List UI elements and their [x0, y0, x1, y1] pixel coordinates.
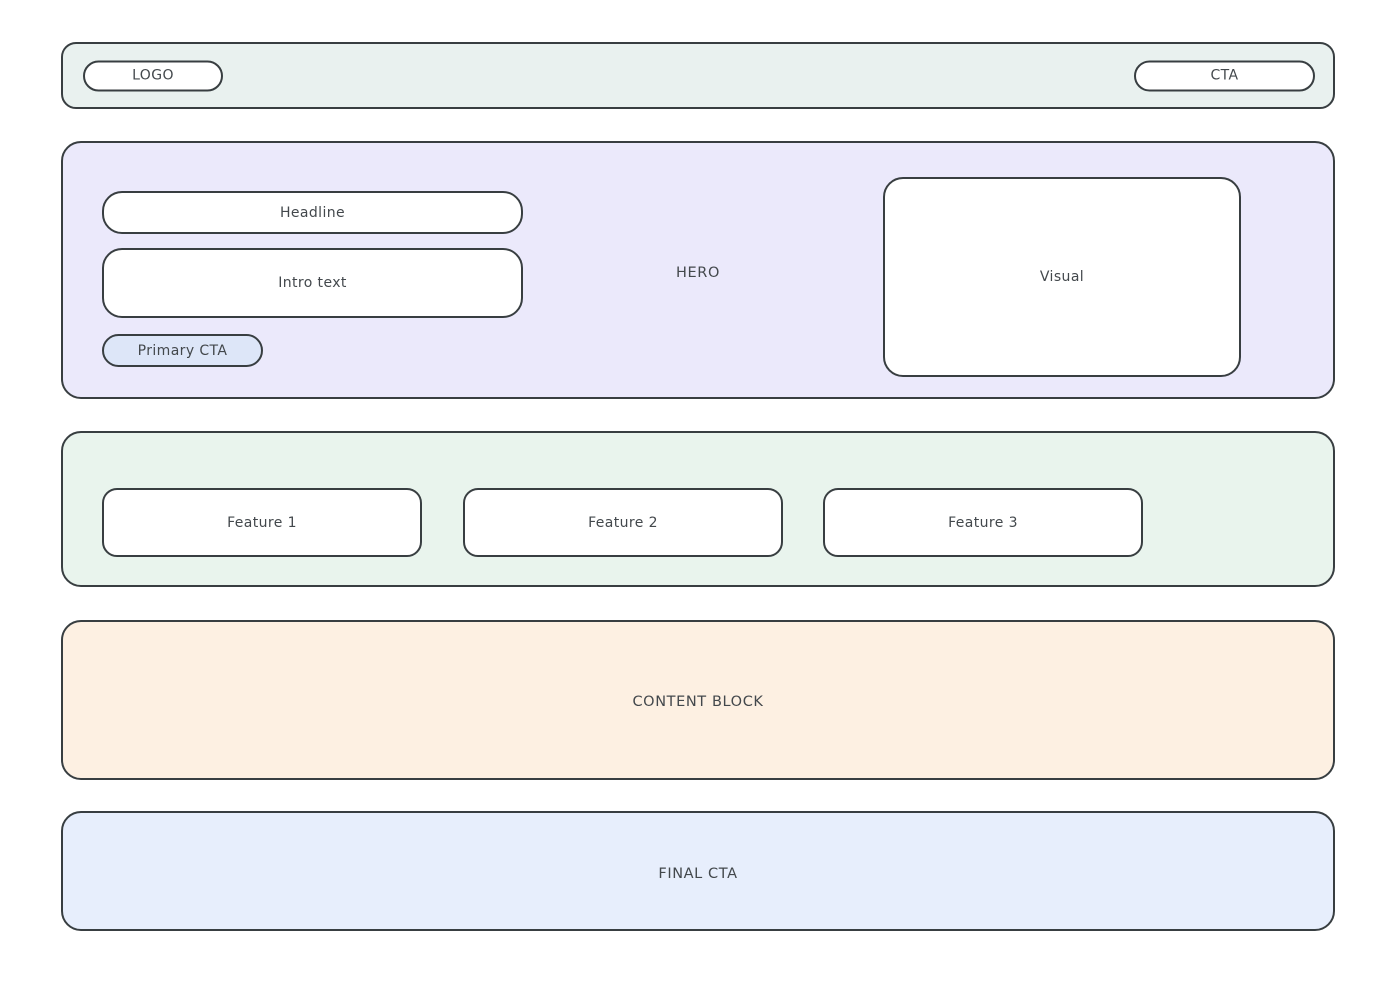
feature-card-1: Feature 1	[102, 488, 422, 557]
primary-cta-label: Primary CTA	[137, 342, 228, 359]
headline-placeholder: Headline	[102, 191, 523, 234]
logo-label: LOGO	[132, 67, 174, 84]
logo-pill[interactable]: LOGO	[83, 60, 223, 91]
header-cta-button[interactable]: CTA	[1134, 60, 1315, 91]
feature-card-3: Feature 3	[823, 488, 1143, 557]
content-block-label: CONTENT BLOCK	[632, 694, 764, 710]
primary-cta-button[interactable]: Primary CTA	[102, 334, 263, 367]
final-cta-section: FINAL CTA	[61, 811, 1335, 931]
feature-3-label: Feature 3	[948, 514, 1018, 531]
intro-text-placeholder: Intro text	[102, 248, 523, 318]
header-cta-label: CTA	[1210, 67, 1239, 84]
hero-section: Headline Intro text Primary CTA HERO Vis…	[61, 141, 1335, 399]
feature-card-2: Feature 2	[463, 488, 783, 557]
features-section: Feature 1 Feature 2 Feature 3	[61, 431, 1335, 587]
header-bar: LOGO CTA	[61, 42, 1335, 109]
feature-2-label: Feature 2	[588, 514, 658, 531]
final-cta-label: FINAL CTA	[658, 866, 738, 882]
content-block-section: CONTENT BLOCK	[61, 620, 1335, 780]
hero-section-label: HERO	[676, 265, 720, 281]
hero-visual-placeholder: Visual	[883, 177, 1241, 377]
intro-text-label: Intro text	[278, 275, 347, 291]
hero-visual-label: Visual	[1039, 269, 1085, 285]
feature-1-label: Feature 1	[227, 514, 297, 531]
headline-label: Headline	[279, 204, 346, 221]
